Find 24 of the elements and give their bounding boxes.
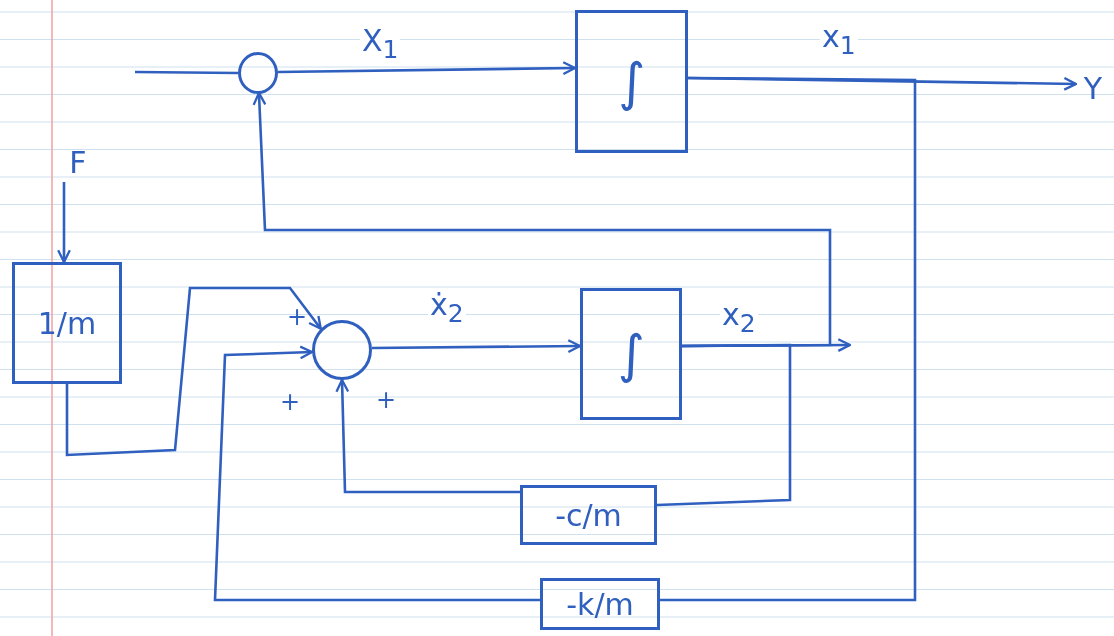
arrow [682, 338, 852, 353]
arrow [65, 286, 322, 457]
gain-block [12, 262, 122, 384]
summing-junction [312, 320, 372, 380]
arrow [277, 61, 577, 76]
signal-label: F [69, 144, 87, 180]
integrator-block [580, 288, 682, 420]
block-text: -c/m [555, 497, 622, 533]
summing-junction [238, 52, 278, 94]
arrow [213, 345, 540, 602]
gain-block [520, 485, 657, 545]
arrow [57, 182, 71, 264]
block-text: ∫ [617, 324, 645, 384]
sign-label: + [286, 305, 309, 329]
arrow [371, 339, 582, 354]
block-text: -k/m [566, 586, 634, 622]
sign-label: + [375, 388, 398, 412]
block-text: ∫ [617, 51, 646, 112]
gain-block [540, 578, 660, 630]
sign-label: + [279, 390, 302, 414]
block-text: 1/m [37, 305, 97, 341]
arrow [335, 378, 520, 494]
signal-label: Y [1083, 70, 1103, 106]
integrator-block [575, 10, 688, 153]
